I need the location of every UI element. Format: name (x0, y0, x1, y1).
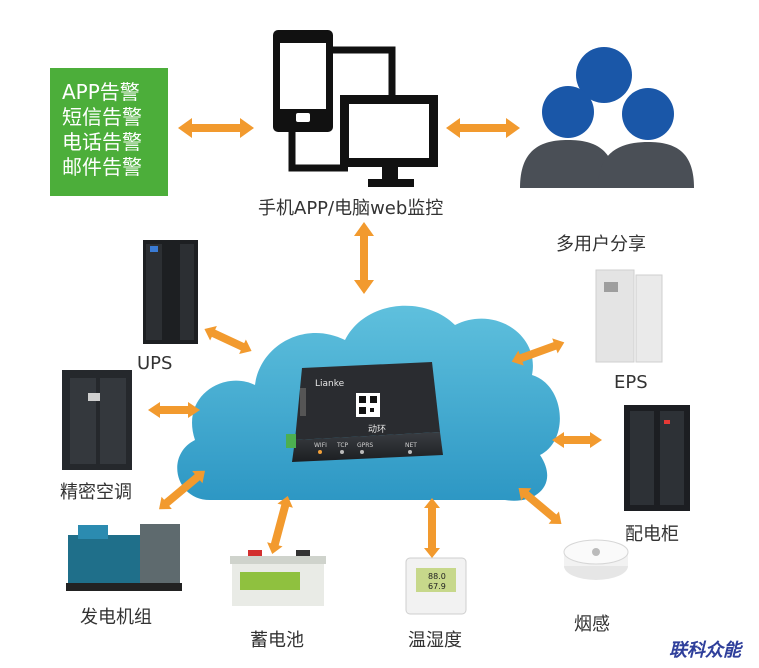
watermark: 联科众能 (669, 640, 741, 661)
battery-icon (230, 550, 326, 606)
arrow-battery (267, 496, 293, 554)
eps-icon (595, 269, 663, 363)
monitor-icon (288, 46, 438, 187)
distribution-cabinet-icon (624, 405, 690, 511)
cabinet-label: 配电柜 (625, 524, 679, 545)
alert-sms: 短信告警 (62, 105, 142, 129)
antenna-port (300, 388, 306, 416)
indicator-gprs: GPRS (357, 442, 373, 449)
smoke-label: 烟感 (574, 614, 610, 635)
monitor-label: 手机APP/电脑web监控 (258, 198, 444, 219)
battery-label: 蓄电池 (250, 630, 304, 651)
arrow-ac (148, 402, 200, 418)
alert-phone: 电话告警 (62, 130, 142, 154)
arrow-ups (204, 325, 252, 355)
gateway-device: Lianke 动环 WIFI TCP GPRS NET (286, 362, 443, 462)
gateway-brand: Lianke (315, 379, 345, 389)
indicator-tcp: TCP (336, 442, 349, 449)
gateway-title: 动环 (368, 424, 386, 435)
arrow-alerts-monitor (178, 118, 254, 138)
alert-channels-box: APP告警 短信告警 电话告警 邮件告警 (50, 68, 168, 196)
phone-icon (273, 30, 333, 132)
generator-icon (66, 524, 182, 591)
connection-arrows (148, 118, 602, 558)
users-icon (520, 47, 694, 188)
smoke-detector-icon (563, 539, 629, 580)
terminal-block (286, 434, 296, 448)
arrow-temp-humidity (424, 498, 440, 558)
generator-label: 发电机组 (80, 607, 152, 628)
ups-icon (143, 240, 198, 344)
arrow-monitor-users (446, 118, 520, 138)
arrow-eps (511, 338, 565, 366)
sensor-reading-2: 67.9 (428, 582, 446, 591)
arrow-cabinet (552, 432, 602, 448)
ac-label: 精密空调 (60, 482, 132, 503)
alert-email: 邮件告警 (62, 155, 142, 179)
alert-app: APP告警 (62, 80, 140, 104)
multiuser-label: 多用户分享 (556, 234, 646, 255)
ups-label: UPS (137, 353, 173, 374)
arrow-smoke (518, 488, 562, 524)
arrow-monitor-cloud (354, 222, 374, 294)
sensor-reading-1: 88.0 (428, 572, 446, 581)
temp-humidity-sensor-icon: 88.0 67.9 (405, 557, 467, 615)
precision-ac-icon (62, 370, 132, 470)
eps-label: EPS (614, 372, 648, 393)
indicator-net: NET (405, 442, 417, 449)
temp-humidity-label: 温湿度 (408, 630, 462, 651)
indicator-wifi: WIFI (314, 442, 327, 449)
arrow-generator (159, 470, 205, 510)
